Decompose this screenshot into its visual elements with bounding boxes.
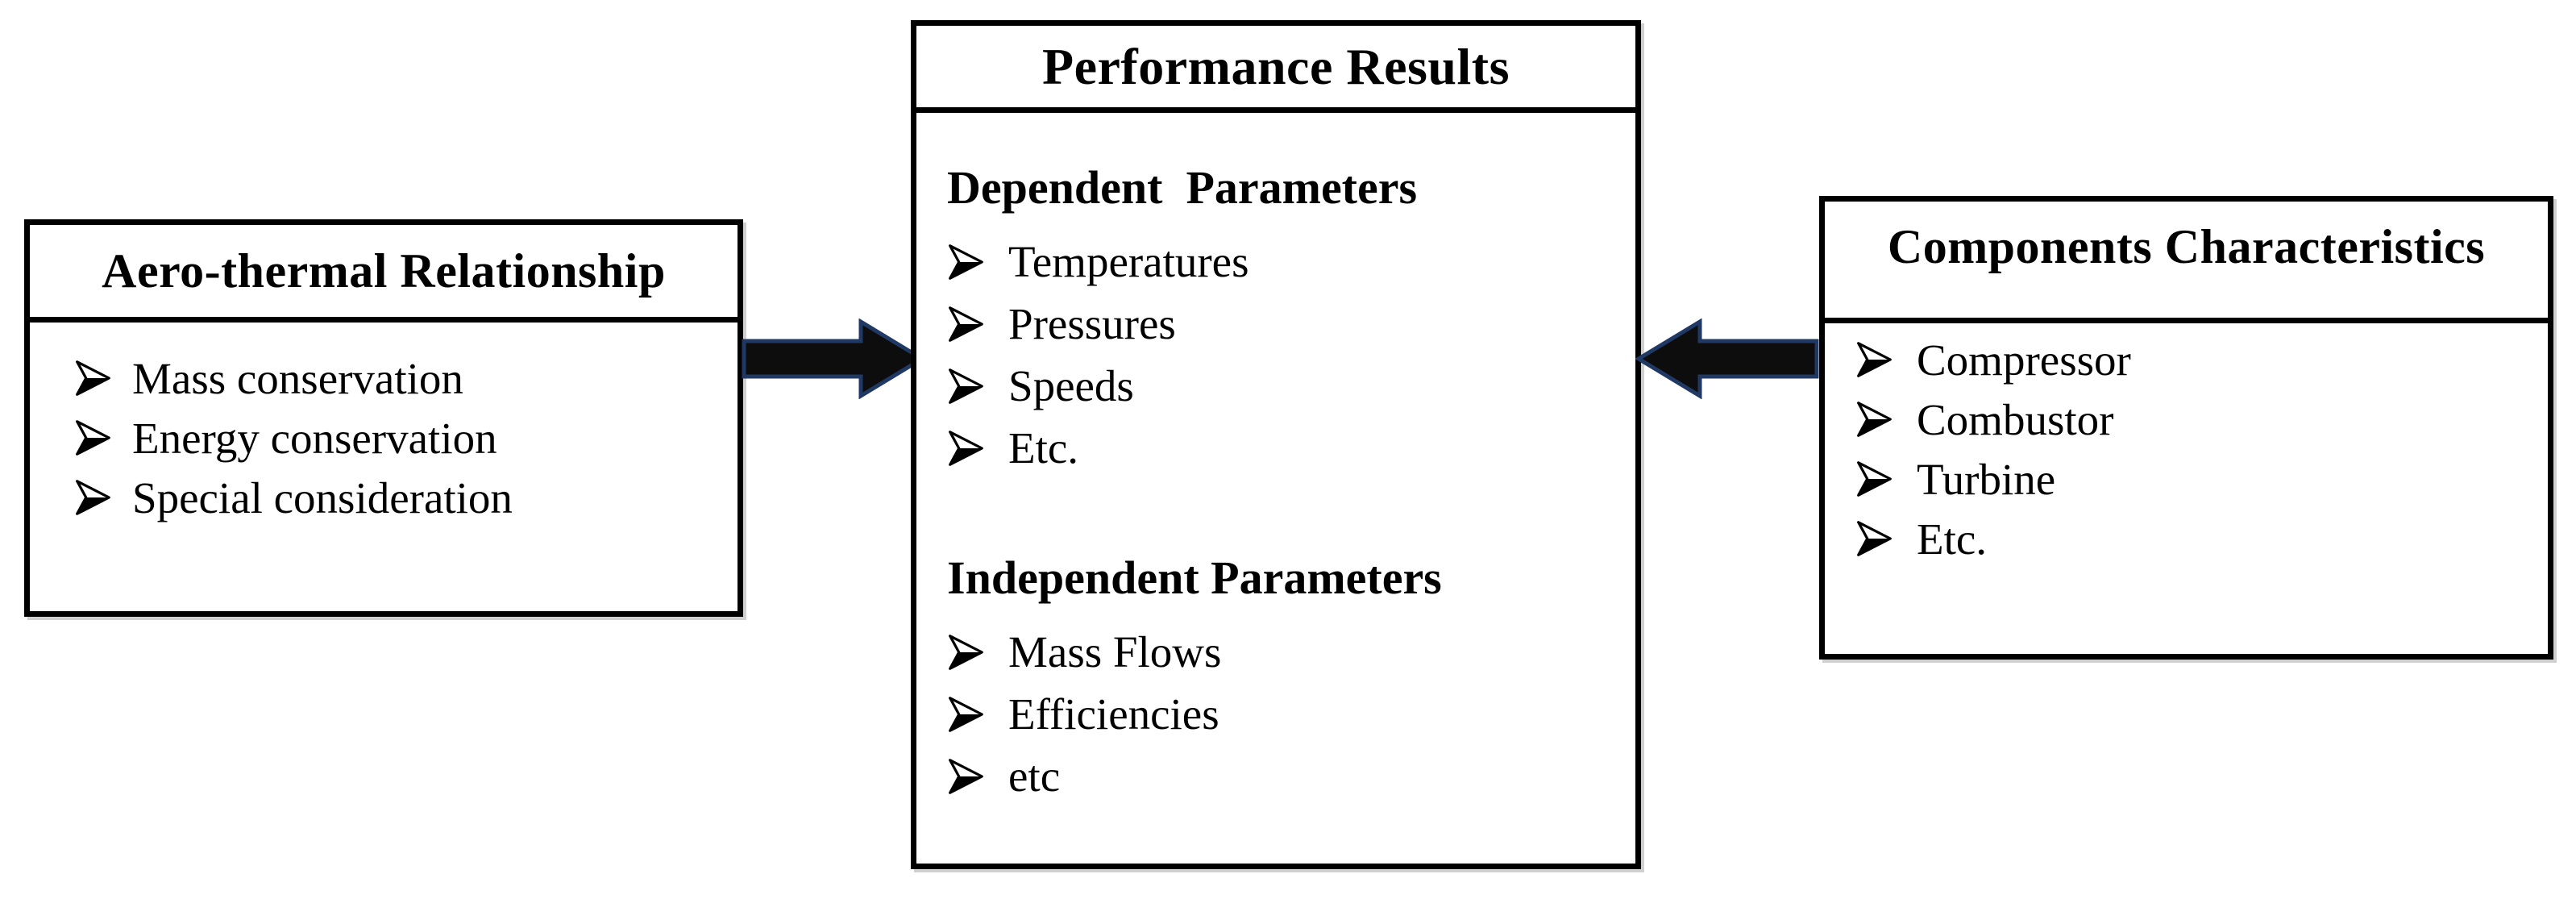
list-item-label: Speeds [1008,361,1134,410]
arrowhead-bullet-icon [1857,402,1892,437]
arrowhead-bullet-icon [949,306,983,342]
list-item-label: Efficiencies [1008,689,1219,739]
list-item-label: Temperatures [1008,237,1249,286]
arrowhead-bullet-icon [949,634,983,670]
aero-thermal-box-body: Mass conservation Energy conservation Sp… [30,323,737,527]
independent-parameters-heading: Independent Parameters [947,551,1442,604]
components-characteristics-box-title: Components Characteristics [1825,202,2548,323]
list-item: Mass Flows [947,621,1627,683]
arrowhead-bullet-icon [949,696,983,732]
components-characteristics-box: Components Characteristics Compressor Co… [1819,196,2553,660]
list-item-label: Combustor [1917,394,2114,444]
components-characteristics-box-body: Compressor Combustor Turbine [1825,323,2548,568]
aero-thermal-box: Aero-thermal Relationship Mass conservat… [24,219,743,617]
list-item-label: Etc. [1008,423,1079,472]
list-item-label: Pressures [1008,299,1176,348]
arrowhead-bullet-icon [949,368,983,404]
list-item: etc [947,745,1627,807]
arrowhead-bullet-icon [76,360,110,396]
performance-results-box-title: Performance Results [916,26,1635,113]
arrowhead-bullet-icon [1857,461,1892,497]
performance-results-box-body: Dependent Parameters Temperatures Pressu… [916,113,1635,807]
list-item-label: Turbine [1917,454,2056,504]
arrowhead-bullet-icon [949,430,983,466]
list-item: Speeds [947,355,1627,417]
flow-arrow-left-to-center-icon [742,318,925,399]
list-item-label: Special consideration [132,472,513,522]
arrowhead-bullet-icon [1857,342,1892,377]
list-item: Etc. [947,417,1627,479]
arrowhead-bullet-icon [1857,521,1892,556]
list-item: Mass conservation [74,348,729,408]
section-gap [947,479,1627,545]
list-item: Energy conservation [74,408,729,468]
list-item: Temperatures [947,231,1627,293]
arrowhead-bullet-icon [76,420,110,456]
list-item-label: Compressor [1917,335,2131,385]
list-item-label: Etc. [1917,514,1988,564]
dependent-parameters-heading: Dependent Parameters [947,160,1418,214]
list-item: Special consideration [74,468,729,527]
list-item: Compressor [1855,330,2540,389]
list-item: Etc. [1855,509,2540,568]
list-item-label: Mass Flows [1008,627,1222,676]
list-item-label: etc [1008,751,1061,801]
flow-arrow-right-to-center-icon [1635,318,1819,399]
list-item: Pressures [947,293,1627,355]
aero-thermal-box-title: Aero-thermal Relationship [30,225,737,323]
arrowhead-bullet-icon [76,480,110,515]
arrowhead-bullet-icon [949,243,983,280]
arrowhead-bullet-icon [949,758,983,794]
performance-results-box: Performance Results Dependent Parameters… [911,20,1641,869]
list-item: Combustor [1855,389,2540,449]
list-item-label: Mass conservation [132,353,463,403]
list-item: Efficiencies [947,683,1627,745]
list-item-label: Energy conservation [132,413,497,463]
list-item: Turbine [1855,449,2540,509]
